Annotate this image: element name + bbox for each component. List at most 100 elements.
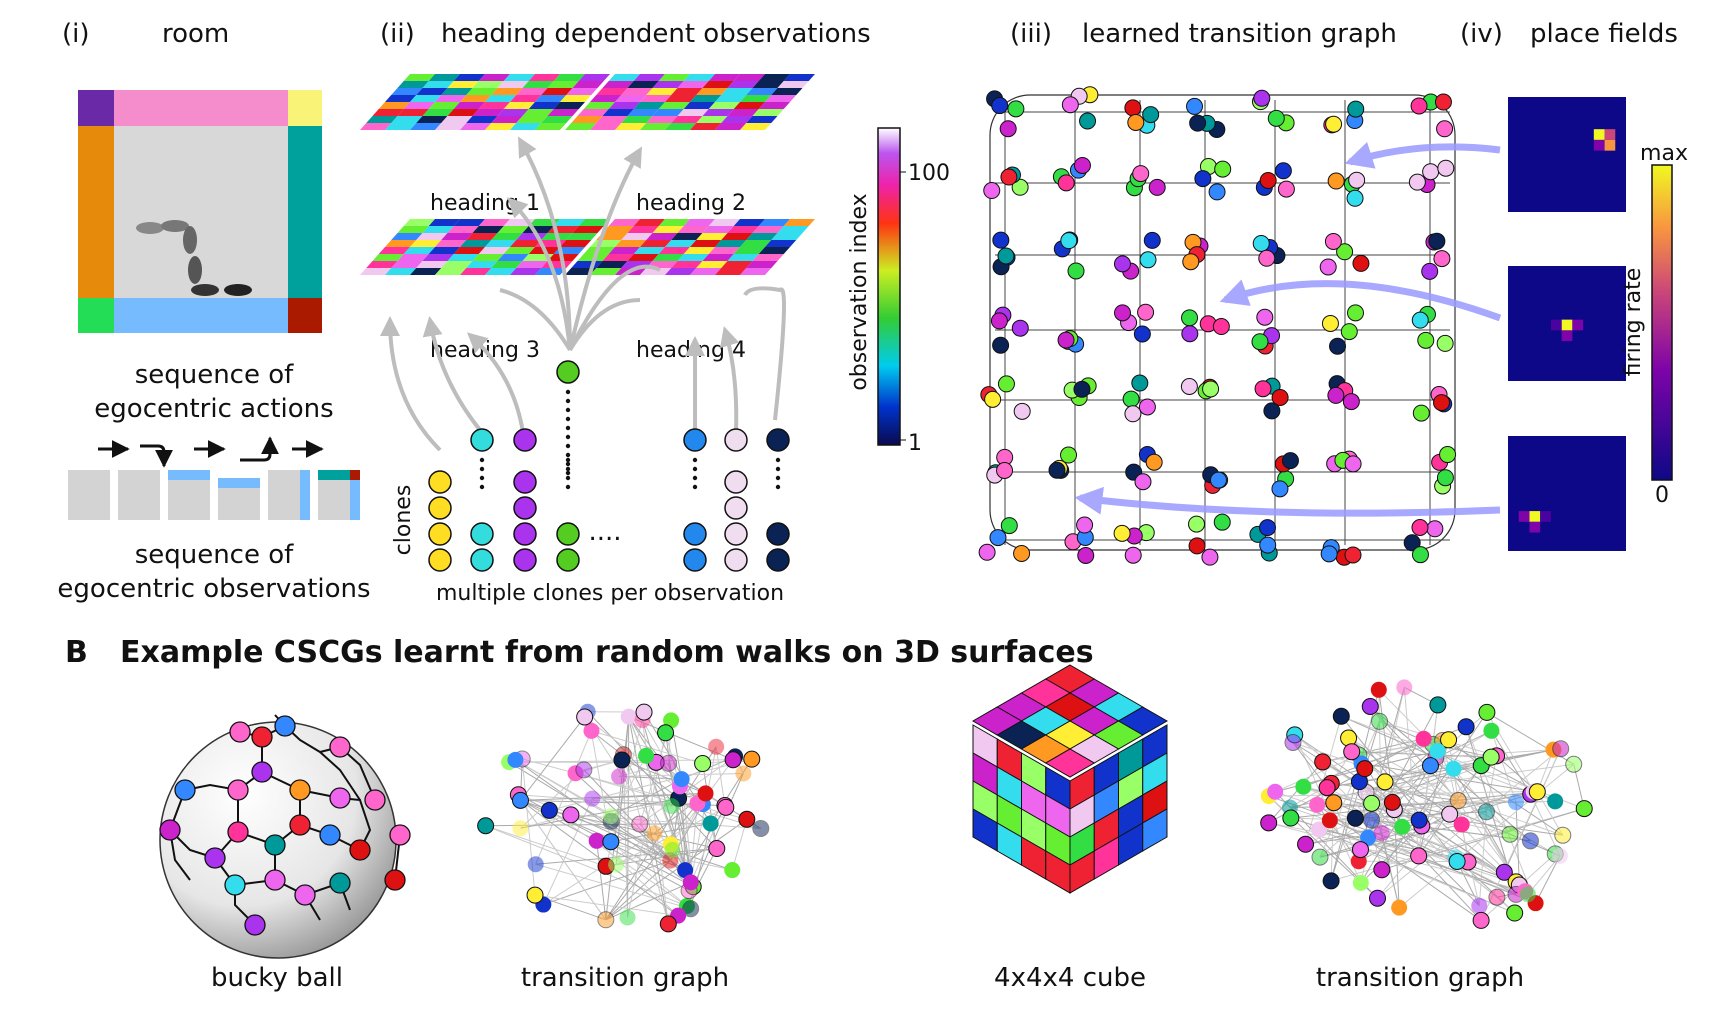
graph-cluster bbox=[1320, 539, 1362, 566]
graph-node bbox=[1131, 374, 1149, 392]
graph-cluster bbox=[1113, 231, 1161, 280]
graph-node bbox=[1434, 93, 1452, 111]
observations-label-1: sequence of bbox=[135, 540, 294, 570]
graph-node bbox=[1440, 731, 1458, 749]
graph-node bbox=[1318, 779, 1336, 797]
clone-node bbox=[513, 496, 537, 520]
graph-node bbox=[1256, 308, 1274, 326]
colorbar-tick-bottom: 1 bbox=[908, 431, 922, 456]
graph-node bbox=[1325, 115, 1343, 133]
graph-node bbox=[1371, 712, 1389, 730]
graph-node bbox=[1482, 748, 1500, 766]
colorbar-tick-top: 100 bbox=[908, 161, 950, 186]
graph-cluster bbox=[1188, 513, 1231, 566]
graph-node bbox=[1373, 861, 1391, 879]
mouse-trajectory bbox=[136, 220, 252, 296]
graph-node bbox=[673, 771, 690, 788]
graph-node bbox=[1429, 742, 1446, 759]
graph-node bbox=[1113, 255, 1131, 273]
graph-cluster bbox=[1255, 162, 1295, 198]
graph-node bbox=[1320, 545, 1338, 563]
clone-links bbox=[380, 136, 786, 452]
clone-node bbox=[470, 522, 494, 546]
graph-node bbox=[1000, 168, 1018, 186]
graph-cluster bbox=[1252, 234, 1286, 267]
graph-cluster bbox=[1319, 232, 1370, 276]
graph-node bbox=[1403, 534, 1421, 552]
graph-node bbox=[724, 862, 741, 879]
bucky-node bbox=[389, 824, 411, 846]
bucky-node bbox=[329, 736, 351, 758]
clone-node bbox=[724, 428, 748, 452]
place-fields bbox=[1508, 97, 1626, 551]
graph-node bbox=[646, 825, 663, 842]
clone-node bbox=[428, 496, 452, 520]
graph-node bbox=[1445, 760, 1462, 777]
graph-cluster bbox=[1249, 519, 1278, 562]
graph-node bbox=[1488, 888, 1506, 906]
clone-node bbox=[556, 522, 580, 546]
graph-cluster bbox=[1180, 377, 1220, 400]
graph-node bbox=[1332, 707, 1350, 725]
observations-label-2: egocentric observations bbox=[57, 574, 370, 604]
graph-node bbox=[1284, 733, 1302, 751]
place-field-map bbox=[1508, 97, 1626, 212]
graph-cluster bbox=[1057, 330, 1085, 353]
graph-node bbox=[1282, 809, 1300, 827]
graph-node bbox=[702, 815, 719, 832]
graph-node bbox=[1336, 243, 1354, 261]
clone-column bbox=[556, 360, 580, 572]
graph-node bbox=[1007, 100, 1025, 118]
heading-plane bbox=[565, 219, 815, 275]
graph-cluster bbox=[992, 231, 1016, 276]
bucky-node bbox=[294, 884, 316, 906]
graph-cluster bbox=[1254, 377, 1289, 420]
graph-node bbox=[1138, 398, 1156, 416]
clones-caption: multiple clones per observation bbox=[436, 581, 784, 606]
bucky-node bbox=[251, 726, 273, 748]
graph-node bbox=[1259, 536, 1277, 554]
graph-cluster bbox=[1323, 100, 1365, 134]
graph-node bbox=[1327, 386, 1345, 404]
heading-plane bbox=[565, 74, 815, 130]
graph-node bbox=[1351, 841, 1369, 859]
bucky-node bbox=[329, 787, 351, 809]
graph-node bbox=[1575, 800, 1593, 818]
graph-node bbox=[660, 754, 678, 772]
graph-node bbox=[1410, 97, 1428, 115]
graph-node bbox=[978, 543, 996, 561]
graph-node bbox=[1528, 783, 1546, 801]
graph-cluster bbox=[1202, 466, 1229, 494]
clone-node bbox=[766, 548, 790, 572]
graph-node bbox=[708, 738, 725, 755]
clone-node bbox=[683, 522, 707, 546]
graph-node bbox=[1507, 794, 1524, 811]
bucky-node bbox=[289, 814, 311, 836]
panel-iii-title: learned transition graph bbox=[1082, 19, 1397, 49]
graph-node bbox=[597, 911, 615, 929]
graph-node bbox=[1411, 311, 1429, 329]
graph-node bbox=[1208, 183, 1226, 201]
clone-node bbox=[470, 428, 494, 452]
graph-node bbox=[1079, 112, 1097, 130]
graph-node bbox=[1260, 814, 1278, 832]
graph-cluster bbox=[1122, 374, 1156, 423]
graph-cluster bbox=[1251, 89, 1295, 132]
clone-node bbox=[683, 548, 707, 572]
graph-node bbox=[1202, 380, 1220, 398]
graph-node bbox=[583, 722, 600, 739]
graph-cluster bbox=[1412, 386, 1453, 422]
heading-plane bbox=[360, 74, 610, 130]
graph-node bbox=[1148, 178, 1166, 196]
graph-node bbox=[1182, 253, 1200, 271]
cube-transition-graph bbox=[1260, 679, 1593, 929]
bucky-node bbox=[264, 834, 286, 856]
place-field-map bbox=[1508, 436, 1626, 551]
graph-node bbox=[1363, 811, 1381, 829]
caption-cube-graph: transition graph bbox=[1316, 963, 1524, 993]
graph-node bbox=[663, 712, 680, 729]
clone-node bbox=[513, 548, 537, 572]
graph-node bbox=[1311, 848, 1329, 866]
panel-iii-numeral: (iii) bbox=[1010, 19, 1052, 49]
